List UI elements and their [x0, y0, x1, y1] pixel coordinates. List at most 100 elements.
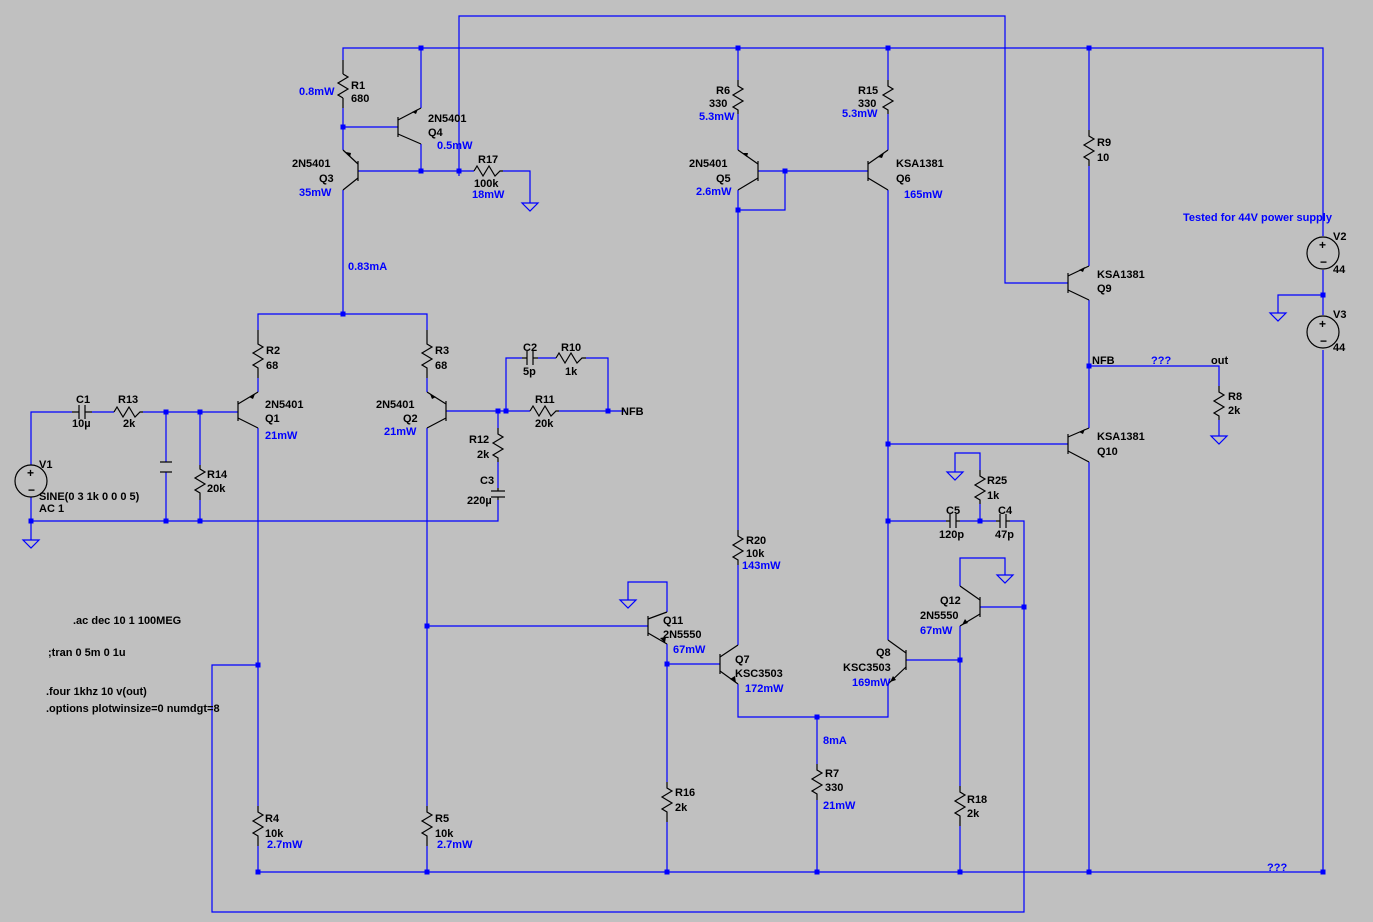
r10-ref: R10 [561, 342, 581, 354]
r3-value: 68 [435, 360, 447, 372]
r15-power: 5.3mW [842, 108, 878, 120]
r6-value: 330 [709, 98, 727, 110]
resistor-r13 [113, 405, 143, 419]
q7-ref: Q7 [735, 654, 750, 666]
v3-value: 44 [1333, 342, 1346, 354]
q2-model: 2N5401 [376, 399, 415, 411]
r6-ref: R6 [716, 85, 730, 97]
v2-value: 44 [1333, 264, 1346, 276]
v1-ac: AC 1 [39, 503, 64, 515]
q7-model: KSC3503 [735, 668, 783, 680]
q6-model: KSA1381 [896, 158, 944, 170]
q3-ref: Q3 [319, 173, 334, 185]
q11-ref: Q11 [663, 615, 683, 627]
resistor-r5 [420, 806, 434, 846]
ground-symbols [21, 202, 1288, 609]
q9-model: KSA1381 [1097, 269, 1145, 281]
capacitor-c1 [72, 405, 92, 419]
svg-text:−: − [1320, 255, 1327, 269]
nfb-input-label: NFB [621, 406, 644, 418]
v1-ref: V1 [39, 459, 52, 471]
transistor-q6 [867, 149, 889, 191]
r16-value: 2k [675, 802, 688, 814]
v1-value: SINE(0 3 1k 0 0 0 5) [39, 491, 140, 503]
resistor-r11 [529, 404, 559, 418]
r10-value: 1k [565, 366, 578, 378]
v3-ref: V3 [1333, 309, 1346, 321]
out-label: out [1211, 355, 1228, 367]
q4-power: 0.5mW [437, 140, 473, 152]
resistor-r9 [1082, 130, 1096, 166]
c4-value: 47p [995, 529, 1014, 541]
q12-model: 2N5550 [920, 610, 959, 622]
tail-current-label: 0.83mA [348, 261, 387, 273]
q7-power: 172mW [745, 683, 784, 695]
source-v3: +− [1306, 315, 1340, 349]
spice-directives: .ac dec 10 1 100MEG ;tran 0 5m 0 1u .fou… [46, 615, 220, 715]
q10-model: KSA1381 [1097, 431, 1145, 443]
c1-value: 10µ [72, 418, 91, 430]
wires [30, 15, 1324, 913]
directive-four[interactable]: .four 1khz 10 v(out) [46, 686, 147, 698]
r9-ref: R9 [1097, 137, 1111, 149]
q6-power: 165mW [904, 189, 943, 201]
capacitor-c4 [996, 514, 1010, 528]
r17-power: 18mW [472, 189, 505, 201]
transistor-q2 [426, 391, 447, 429]
r5-value: 10k [435, 828, 454, 840]
r18-value: 2k [967, 808, 980, 820]
q5-model: 2N5401 [689, 158, 728, 170]
r2-value: 68 [266, 360, 278, 372]
r18-ref: R18 [967, 794, 987, 806]
r7-value: 330 [825, 782, 843, 794]
q1-model: 2N5401 [265, 399, 304, 411]
resistor-r12 [491, 428, 505, 462]
power-supply-note: Tested for 44V power supply [1183, 212, 1333, 224]
q9-ref: Q9 [1097, 283, 1112, 295]
source-v2: +− [1306, 236, 1340, 270]
resistor-r7 [810, 764, 824, 800]
q12-ref: Q12 [940, 595, 961, 607]
resistor-r20 [731, 530, 745, 565]
capacitor-c3 [491, 488, 505, 500]
transistor-q10 [1067, 427, 1090, 463]
nfb-output-label: NFB [1092, 355, 1115, 367]
resistor-r10 [555, 351, 586, 365]
transistor-q1 [237, 391, 259, 429]
resistor-r8 [1212, 386, 1226, 420]
r13-ref: R13 [118, 394, 138, 406]
r9-value: 10 [1097, 152, 1109, 164]
r14-ref: R14 [207, 469, 228, 481]
resistor-r4 [251, 806, 265, 846]
directive-ac[interactable]: .ac dec 10 1 100MEG [73, 615, 181, 627]
q8-power: 169mW [852, 677, 891, 689]
c2-value: 5p [523, 366, 536, 378]
r12-ref: R12 [469, 434, 489, 446]
q2-ref: Q2 [403, 413, 418, 425]
directive-options[interactable]: .options plotwinsize=0 numdgt=8 [46, 703, 220, 715]
r3-ref: R3 [435, 345, 449, 357]
svg-text:+: + [1319, 238, 1326, 252]
q3-power: 35mW [299, 187, 332, 199]
resistor-r1 [336, 60, 350, 108]
q2-power: 21mW [384, 426, 417, 438]
r12-value: 2k [477, 449, 490, 461]
r7-ref: R7 [825, 768, 839, 780]
q8-ref: Q8 [876, 647, 891, 659]
r8-value: 2k [1228, 405, 1241, 417]
r25-value: 1k [987, 490, 1000, 502]
q4-ref: Q4 [428, 127, 444, 139]
resistor-r16 [660, 782, 674, 822]
resistor-r14 [193, 465, 207, 500]
r7-power: 21mW [823, 800, 856, 812]
directive-tran[interactable]: ;tran 0 5m 0 1u [48, 647, 126, 659]
c3-ref: C3 [480, 475, 494, 487]
r1-ref: R1 [351, 80, 365, 92]
r20-power: 143mW [742, 560, 781, 572]
q11-model: 2N5550 [663, 629, 702, 641]
r1-value: 680 [351, 93, 369, 105]
resistors [113, 60, 1226, 846]
transistors [237, 107, 1090, 685]
capacitors [72, 351, 1010, 528]
